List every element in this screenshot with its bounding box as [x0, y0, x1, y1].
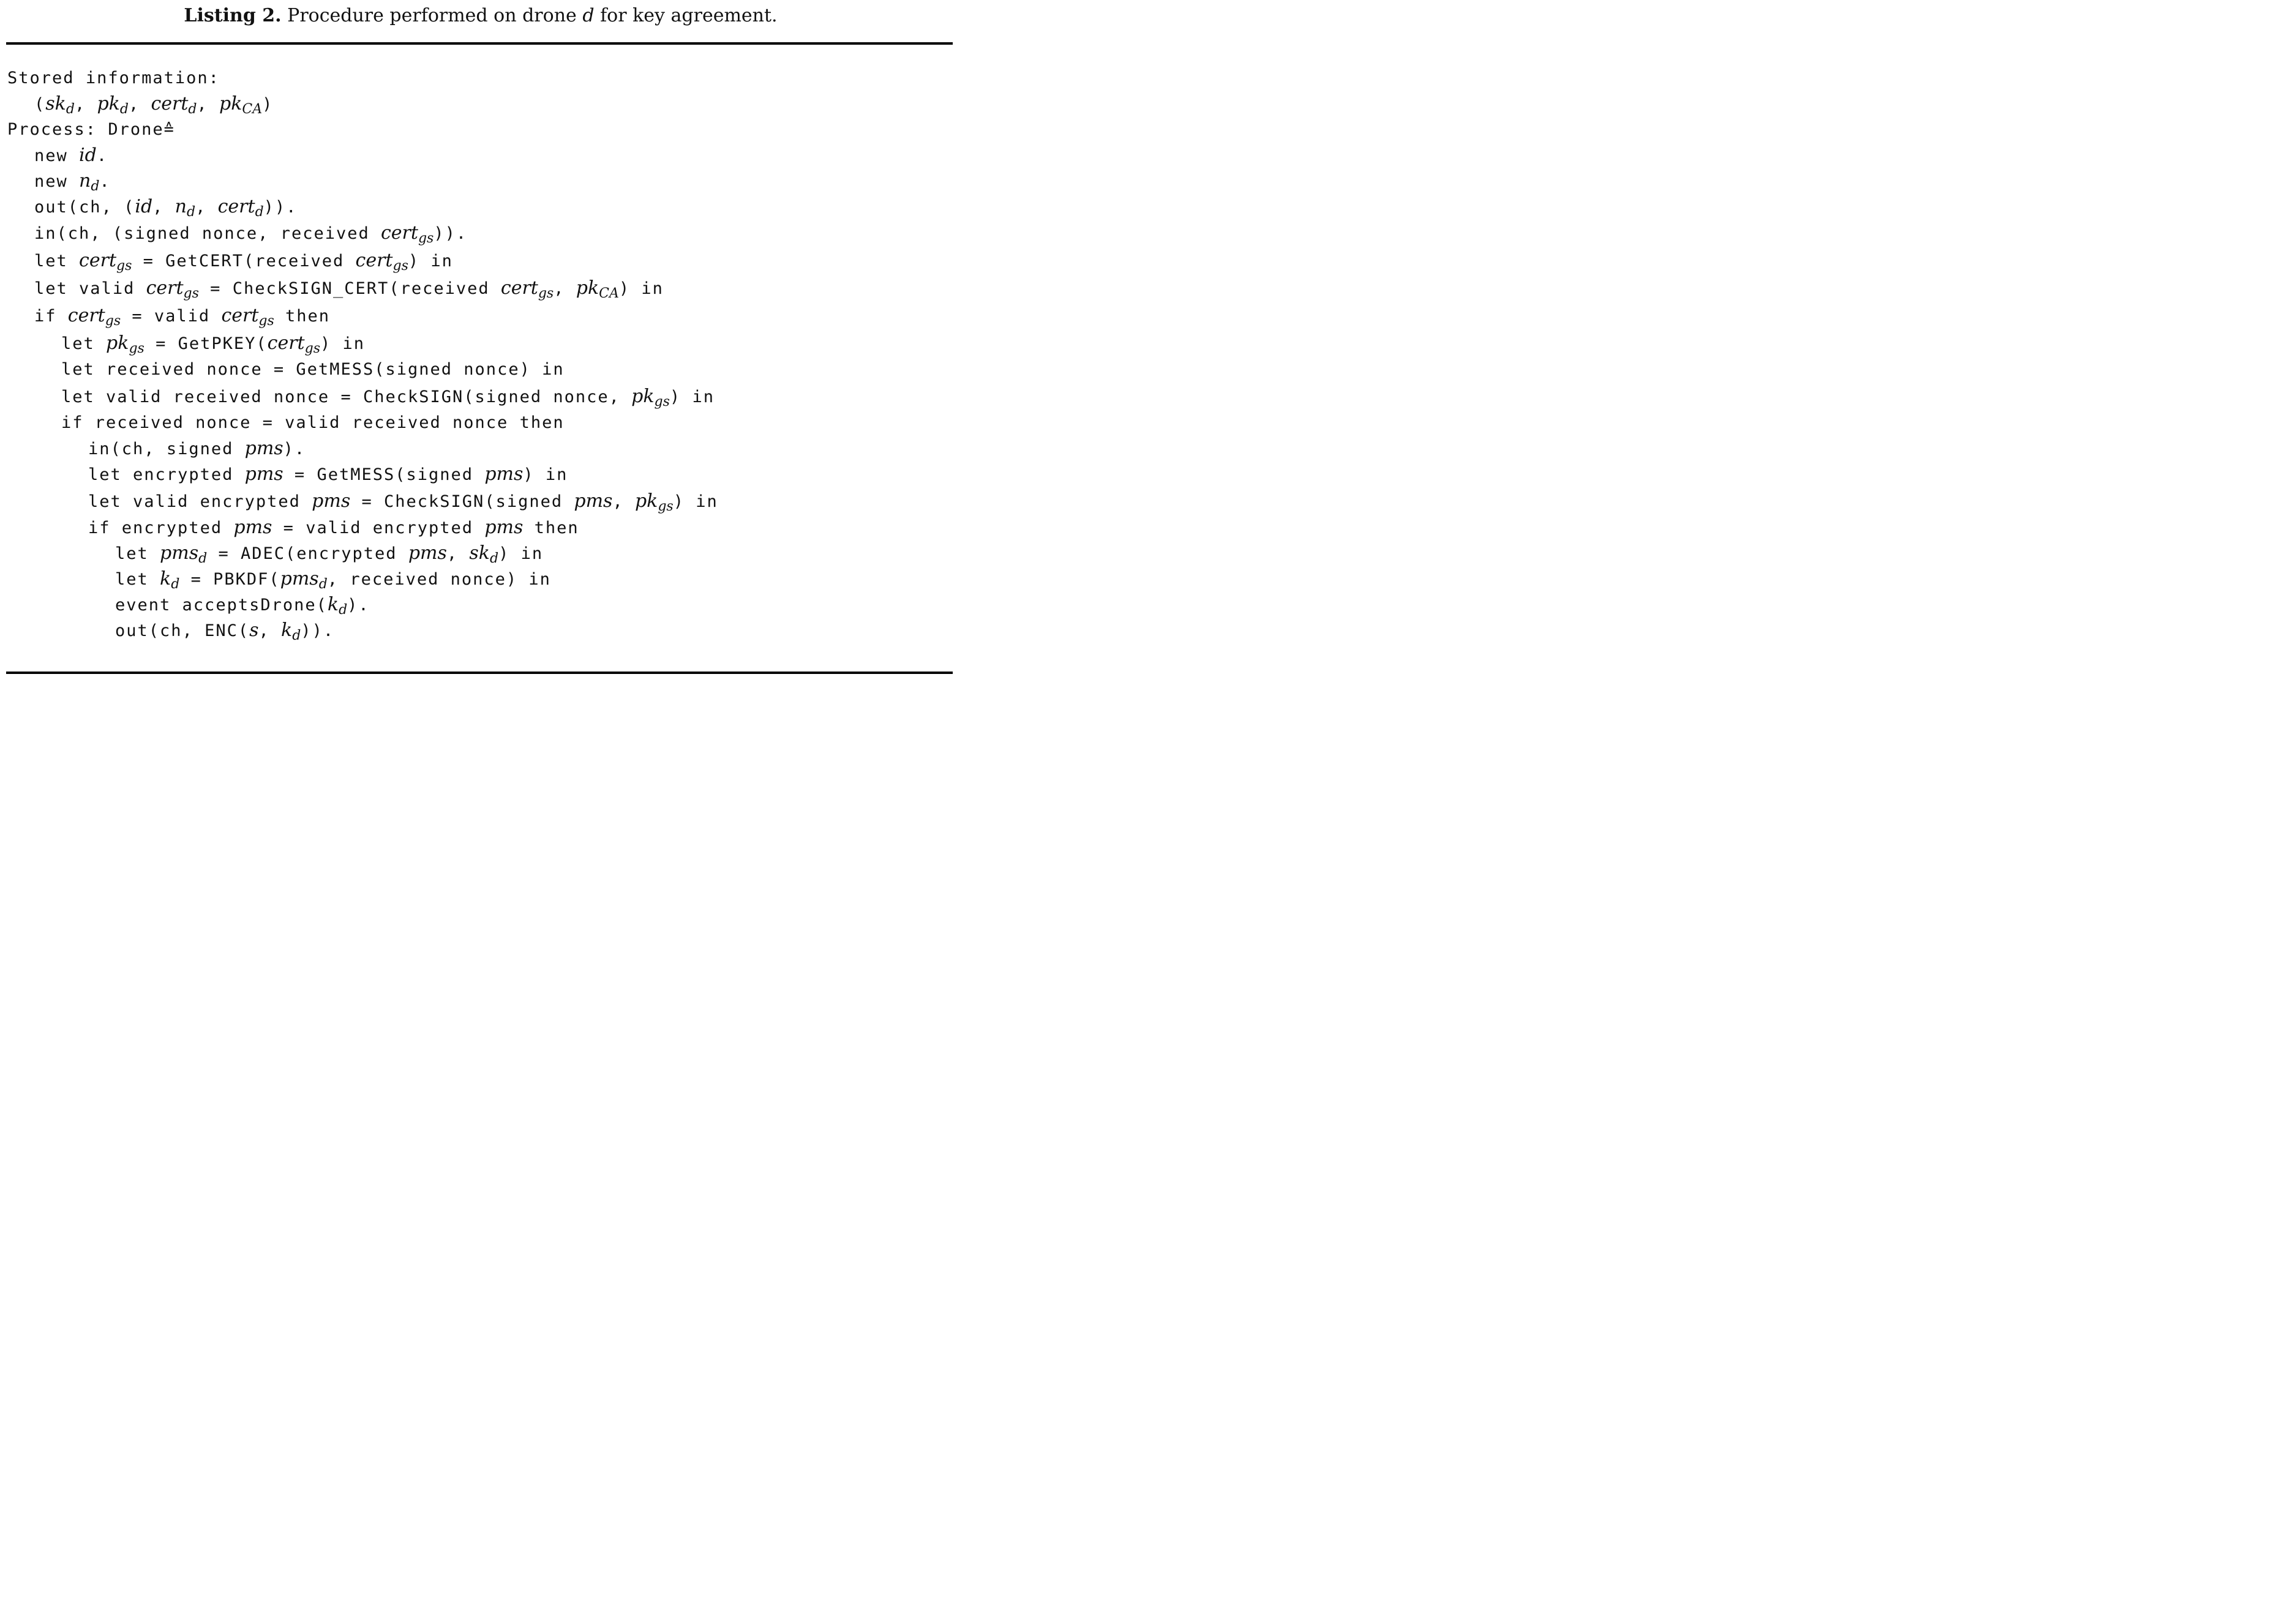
listing-line: in(ch, (signed nonce, received certgs)). — [34, 222, 468, 246]
caption-text-after: for key agreement. — [594, 5, 778, 26]
listing-line: Process: Drone≙ — [7, 120, 175, 139]
listing-line: let encrypted pms = GetMESS(signed pms) … — [88, 463, 568, 485]
listing-line: let pkgs = GetPKEY(certgs) in — [61, 332, 366, 356]
listing-line: (skd, pkd, certd, pkCA) — [34, 93, 274, 117]
listing-line: let pmsd = ADEC(encrypted pms, skd) in — [115, 542, 544, 566]
listing-line: if encrypted pms = valid encrypted pms t… — [88, 517, 579, 538]
caption-text-before: Procedure performed on drone — [281, 5, 583, 26]
listing-line: let received nonce = GetMESS(signed nonc… — [61, 360, 565, 379]
listing-line: new nd. — [34, 170, 111, 194]
top-rule — [6, 42, 953, 45]
listing-code: Stored information: (skd, pkd, certd, pkC… — [7, 65, 718, 643]
caption-label: Listing 2. — [184, 5, 282, 26]
listing-line: out(ch, ENC(s, kd)). — [115, 619, 335, 643]
listing-line: event acceptsDrone(kd). — [115, 594, 370, 618]
listing-line: let certgs = GetCERT(received certgs) in — [34, 250, 453, 274]
listing-line: if certgs = valid certgs then — [34, 305, 331, 329]
listing-line: let valid certgs = CheckSIGN_CERT(receiv… — [34, 277, 664, 301]
listing-line: out(ch, (id, nd, certd)). — [34, 196, 298, 220]
listing-line: new id. — [34, 144, 108, 166]
listing-line: Stored information: — [7, 69, 220, 88]
listing-line: if received nonce = valid received nonce… — [61, 413, 565, 432]
listing-line: let valid encrypted pms = CheckSIGN(sign… — [88, 490, 718, 514]
listing-line: let kd = PBKDF(pmsd, received nonce) in — [115, 568, 551, 592]
listing-line: let valid received nonce = CheckSIGN(sig… — [61, 386, 715, 410]
caption-var: d — [582, 5, 595, 26]
listing-caption: Listing 2. Procedure performed on drone … — [0, 5, 961, 27]
listing-line: in(ch, signed pms). — [88, 438, 306, 459]
bottom-rule — [6, 672, 953, 674]
